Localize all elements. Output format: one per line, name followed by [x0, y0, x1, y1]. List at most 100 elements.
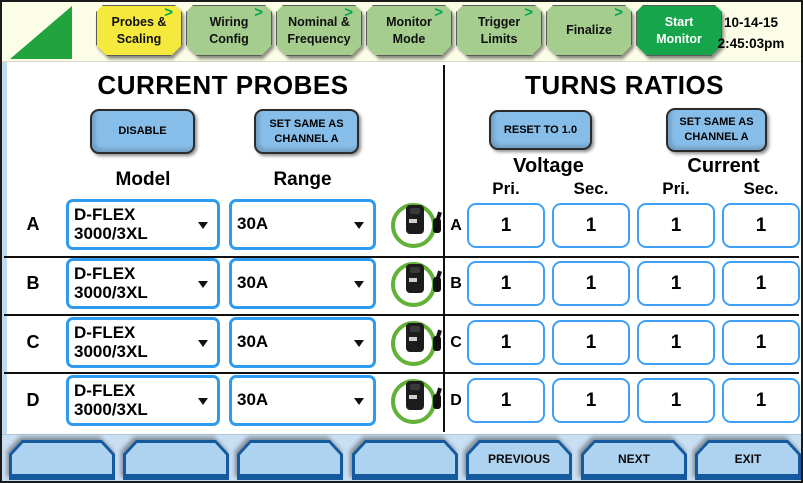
panel-divider	[443, 65, 445, 432]
tab-next-arrow-icon: >	[614, 4, 623, 21]
tab-label: Trigger	[477, 15, 521, 30]
range-select-value: 30A	[237, 332, 269, 352]
col-header-current-sec: Sec.	[743, 179, 779, 198]
exit-button[interactable]: EXIT	[695, 440, 801, 480]
row-divider	[4, 256, 799, 258]
tab-label: Scaling	[116, 31, 162, 46]
ratio-input[interactable]: 1	[637, 378, 715, 423]
softkey-label	[355, 443, 455, 474]
tab-next-arrow-icon: >	[254, 4, 263, 21]
softkey-button-2[interactable]	[123, 440, 229, 480]
footer: PREVIOUS NEXT EXIT	[2, 434, 801, 481]
tab-monitor-mode[interactable]: > Monitor Mode	[366, 5, 452, 56]
model-select-c[interactable]: D-FLEX 3000/3XL	[66, 317, 220, 368]
tab-label: Finalize	[566, 23, 612, 38]
main: CURRENT PROBES DISABLE SET SAME AS CHANN…	[2, 62, 801, 434]
tab-next-arrow-icon: >	[524, 4, 533, 21]
tab-probes-scaling[interactable]: > Probes & Scaling	[96, 5, 182, 56]
model-select-d[interactable]: D-FLEX 3000/3XL	[66, 375, 220, 426]
channel-label: D	[450, 391, 462, 409]
dropdown-arrow-icon	[198, 221, 208, 229]
ratio-input[interactable]: 1	[722, 203, 800, 248]
channel-label: A	[26, 214, 40, 234]
tab-nominal-frequency[interactable]: > Nominal & Frequency	[276, 5, 362, 56]
disable-button[interactable]: DISABLE	[90, 109, 195, 154]
tab-label: Mode	[392, 31, 426, 46]
brand-triangle-logo	[10, 6, 72, 59]
set-same-as-channel-a-button-2[interactable]: SET SAME AS CHANNEL A	[666, 108, 767, 152]
date-label: 10-14-15	[723, 15, 779, 30]
dropdown-arrow-icon	[354, 280, 364, 288]
dropdown-arrow-icon	[354, 339, 364, 347]
dropdown-arrow-icon	[198, 280, 208, 288]
exit-label: EXIT	[698, 443, 798, 474]
range-select-c[interactable]: 30A	[229, 317, 376, 368]
range-select-value: 30A	[237, 214, 269, 234]
ratio-input[interactable]: 1	[637, 203, 715, 248]
flex-probe-icon	[389, 377, 441, 429]
next-label: NEXT	[584, 443, 684, 474]
ratio-input[interactable]: 1	[467, 203, 545, 248]
dropdown-arrow-icon	[354, 397, 364, 405]
model-select-value: D-FLEX 3000/3XL	[74, 263, 148, 302]
channel-label: B	[26, 273, 40, 293]
col-header-current-pri: Pri.	[662, 179, 690, 198]
tab-next-arrow-icon: >	[344, 4, 353, 21]
range-select-a[interactable]: 30A	[229, 199, 376, 250]
tab-trigger-limits[interactable]: > Trigger Limits	[456, 5, 542, 56]
tab-wiring-config[interactable]: > Wiring Config	[186, 5, 272, 56]
tab-start-monitor[interactable]: Start Monitor	[636, 5, 722, 56]
tab-label: Config	[209, 31, 249, 46]
ratio-input[interactable]: 1	[467, 320, 545, 365]
ratio-input[interactable]: 1	[467, 378, 545, 423]
ratio-input[interactable]: 1	[722, 378, 800, 423]
row-divider	[4, 314, 799, 316]
range-select-value: 30A	[237, 390, 269, 410]
ratio-input[interactable]: 1	[637, 320, 715, 365]
ratio-input[interactable]: 1	[552, 203, 630, 248]
dropdown-arrow-icon	[198, 339, 208, 347]
previous-label: PREVIOUS	[469, 443, 569, 474]
time-label: 2:45:03pm	[717, 35, 785, 51]
ratio-input[interactable]: 1	[552, 261, 630, 306]
ratio-input[interactable]: 1	[552, 320, 630, 365]
model-select-value: D-FLEX 3000/3XL	[74, 322, 148, 361]
softkey-label	[240, 443, 340, 474]
nav-tabs: > Probes & Scaling > Wiring Config > Nom…	[96, 5, 722, 56]
left-edge-strip	[2, 62, 7, 434]
ratio-input[interactable]: 1	[467, 261, 545, 306]
range-select-value: 30A	[237, 273, 269, 293]
previous-button[interactable]: PREVIOUS	[466, 440, 572, 480]
softkey-button-4[interactable]	[352, 440, 458, 480]
softkey-button-3[interactable]	[237, 440, 343, 480]
softkey-button-1[interactable]	[9, 440, 115, 480]
tab-label: Monitor	[386, 15, 432, 30]
set-same-as-channel-a-button[interactable]: SET SAME AS CHANNEL A	[254, 109, 359, 154]
channel-label: B	[450, 274, 462, 292]
channel-label: D	[26, 390, 40, 410]
ratio-input[interactable]: 1	[552, 378, 630, 423]
channel-label: A	[450, 216, 462, 234]
tab-label: Limits	[480, 31, 518, 46]
topbar: > Probes & Scaling > Wiring Config > Nom…	[2, 2, 801, 62]
range-select-d[interactable]: 30A	[229, 375, 376, 426]
model-select-a[interactable]: D-FLEX 3000/3XL	[66, 199, 220, 250]
voltage-group-header: Voltage	[513, 155, 584, 177]
model-select-b[interactable]: D-FLEX 3000/3XL	[66, 258, 220, 309]
reset-to-1-button[interactable]: RESET TO 1.0	[489, 110, 592, 150]
current-probes-title: CURRENT PROBES	[97, 70, 349, 100]
ratio-input[interactable]: 1	[722, 320, 800, 365]
next-button[interactable]: NEXT	[581, 440, 687, 480]
tab-label: Start	[664, 15, 694, 30]
tab-label: Wiring	[209, 15, 249, 30]
model-select-value: D-FLEX 3000/3XL	[74, 204, 148, 243]
flex-probe-icon	[389, 260, 441, 312]
tab-finalize[interactable]: > Finalize	[546, 5, 632, 56]
range-select-b[interactable]: 30A	[229, 258, 376, 309]
turns-ratios-title: TURNS RATIOS	[524, 70, 725, 100]
current-group-header: Current	[687, 155, 760, 177]
col-header-voltage-sec: Sec.	[573, 179, 609, 198]
datetime: 10-14-15 2:45:03pm	[705, 13, 797, 55]
ratio-input[interactable]: 1	[637, 261, 715, 306]
ratio-input[interactable]: 1	[722, 261, 800, 306]
